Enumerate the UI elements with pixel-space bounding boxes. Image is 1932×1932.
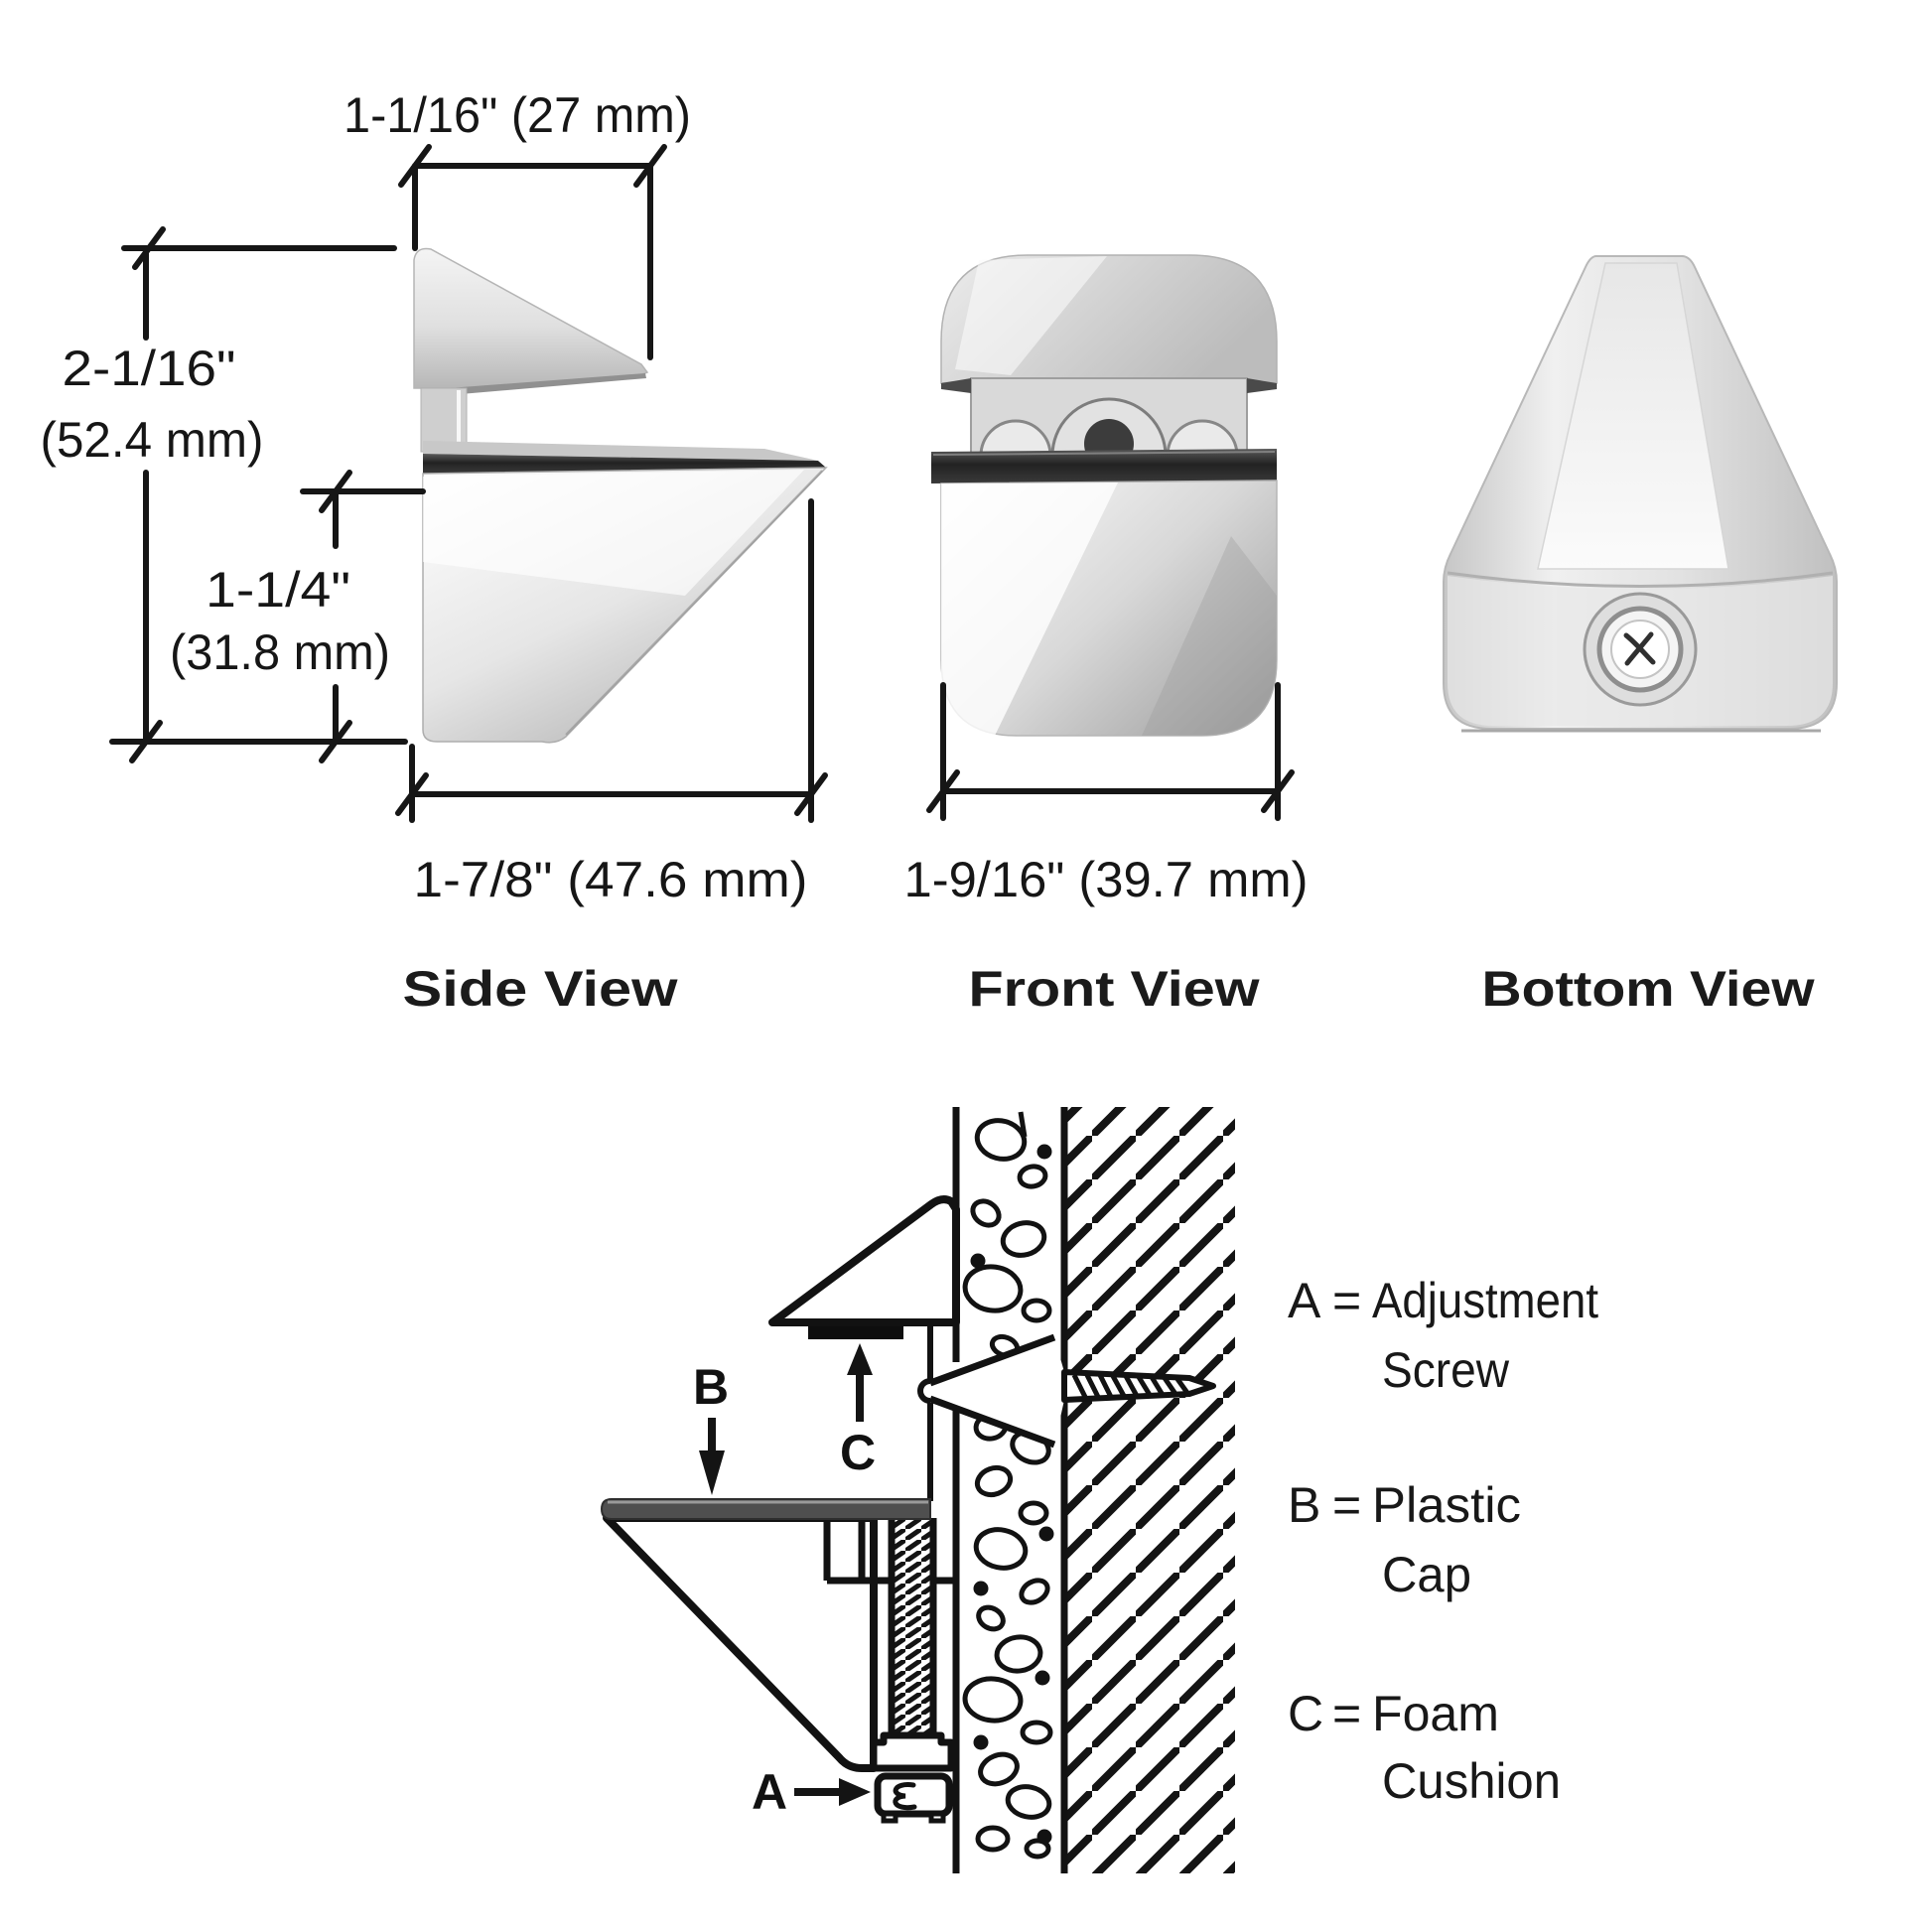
installation-diagram: B C A <box>600 1107 1235 1873</box>
dim-side-depth-text: 1-7/8" (47.6 mm) <box>414 852 808 907</box>
wall-aggregate-stones <box>962 1111 1054 1860</box>
anchor-wing-top <box>928 1333 1056 1387</box>
dim-overall-height-text-line2: (52.4 mm) <box>41 412 264 468</box>
dim-front-width-text: 1-9/16" (39.7 mm) <box>904 852 1309 907</box>
dim-overall-height-text-line1: 2-1/16" <box>63 341 236 396</box>
legend-b-key: B <box>1288 1477 1320 1533</box>
legend-item-c: C = Foam Cushion <box>1288 1686 1561 1809</box>
legend: A = Adjustment Screw B = Plastic Cap C =… <box>1288 1273 1598 1809</box>
legend-a-term-line1: Adjustment <box>1372 1273 1598 1328</box>
callout-arrows <box>699 1343 873 1806</box>
front-view-arch-left <box>979 419 1052 458</box>
screw-collar <box>870 1731 955 1772</box>
callout-a: A <box>752 1764 787 1820</box>
front-view-body-sheen <box>941 483 1118 736</box>
legend-a-term-line2: Screw <box>1382 1342 1510 1398</box>
legend-c-term-line1: Foam <box>1372 1686 1499 1741</box>
legend-b-term-line1: Plastic <box>1372 1477 1521 1533</box>
front-view-body-shadow <box>1142 536 1277 736</box>
anchor-funnel <box>930 1337 1064 1445</box>
lower-clamp-body <box>603 1514 878 1772</box>
side-view-wedge-sheen <box>423 470 804 596</box>
shelf-plastic-cap <box>600 1498 931 1520</box>
adjustment-screw-column <box>888 1518 937 1738</box>
legend-c-term-line2: Cushion <box>1382 1753 1561 1809</box>
legend-b-eq: = <box>1332 1477 1361 1533</box>
legend-c-eq: = <box>1332 1686 1361 1741</box>
arrow-b-head <box>699 1450 725 1495</box>
side-view-lip-strip <box>423 441 818 461</box>
side-view-upper-arm <box>413 247 649 389</box>
screw-head-foot-left <box>881 1811 898 1824</box>
screw-head-foot-right <box>928 1811 946 1824</box>
anchor-wing-bottom <box>928 1395 1056 1449</box>
arrow-c-head <box>847 1343 873 1375</box>
front-view-gasket-bar <box>931 449 1277 483</box>
legend-item-b: B = Plastic Cap <box>1288 1477 1521 1602</box>
side-view-illustration <box>413 247 828 744</box>
bottom-view-illustration <box>1443 255 1838 733</box>
upper-clamp-arm <box>768 1195 960 1326</box>
arrow-a-shaft <box>794 1788 842 1796</box>
lower-clamp-notch <box>823 1520 956 1585</box>
dimension-lines <box>109 144 1295 823</box>
wall-screw-threads <box>1071 1373 1190 1399</box>
front-view-notch-left <box>941 378 971 393</box>
dim-top-width-text: 1-1/16" (27 mm) <box>344 87 691 143</box>
wall-screw <box>1061 1369 1216 1403</box>
front-view-label: Front View <box>969 961 1260 1017</box>
legend-item-a: A = Adjustment Screw <box>1288 1273 1598 1398</box>
front-view-notch-right <box>1247 378 1277 393</box>
foam-cushion-strip <box>808 1326 903 1339</box>
legend-b-term-line2: Cap <box>1382 1547 1471 1602</box>
front-view-arch-right <box>1166 419 1239 458</box>
bottom-view-front-face <box>1537 262 1729 570</box>
side-view-label: Side View <box>403 961 678 1017</box>
legend-c-key: C <box>1288 1686 1323 1741</box>
drawing-text: 1-1/16" (27 mm) 2-1/16" (52.4 mm) 1-1/4"… <box>41 87 1815 1017</box>
wall-hatch <box>1064 1107 1235 1873</box>
arrow-c-shaft <box>856 1372 864 1422</box>
front-view-gasket-highlight <box>932 451 1276 456</box>
phillips-screw-icon <box>1623 631 1656 666</box>
dim-lower-height-text-line2: (31.8 mm) <box>170 624 390 680</box>
legend-a-eq: = <box>1332 1273 1361 1328</box>
bottom-view-label: Bottom View <box>1482 961 1815 1017</box>
side-view-wedge-edge <box>565 470 823 736</box>
screw-head-slot <box>893 1782 917 1811</box>
front-view-illustration <box>931 254 1278 737</box>
legend-a-key: A <box>1288 1273 1321 1328</box>
callout-b: B <box>693 1359 729 1415</box>
arrow-a-head <box>839 1778 871 1806</box>
anchor-plate <box>917 1322 933 1501</box>
dim-lower-height-text-line1: 1-1/4" <box>206 562 350 618</box>
front-view-dome-sheen <box>955 256 1107 375</box>
side-view-upper-arm-underside <box>449 373 646 395</box>
callout-c: C <box>840 1425 876 1480</box>
arrow-b-shaft <box>708 1418 716 1453</box>
bottom-view-base-line <box>1447 571 1834 588</box>
